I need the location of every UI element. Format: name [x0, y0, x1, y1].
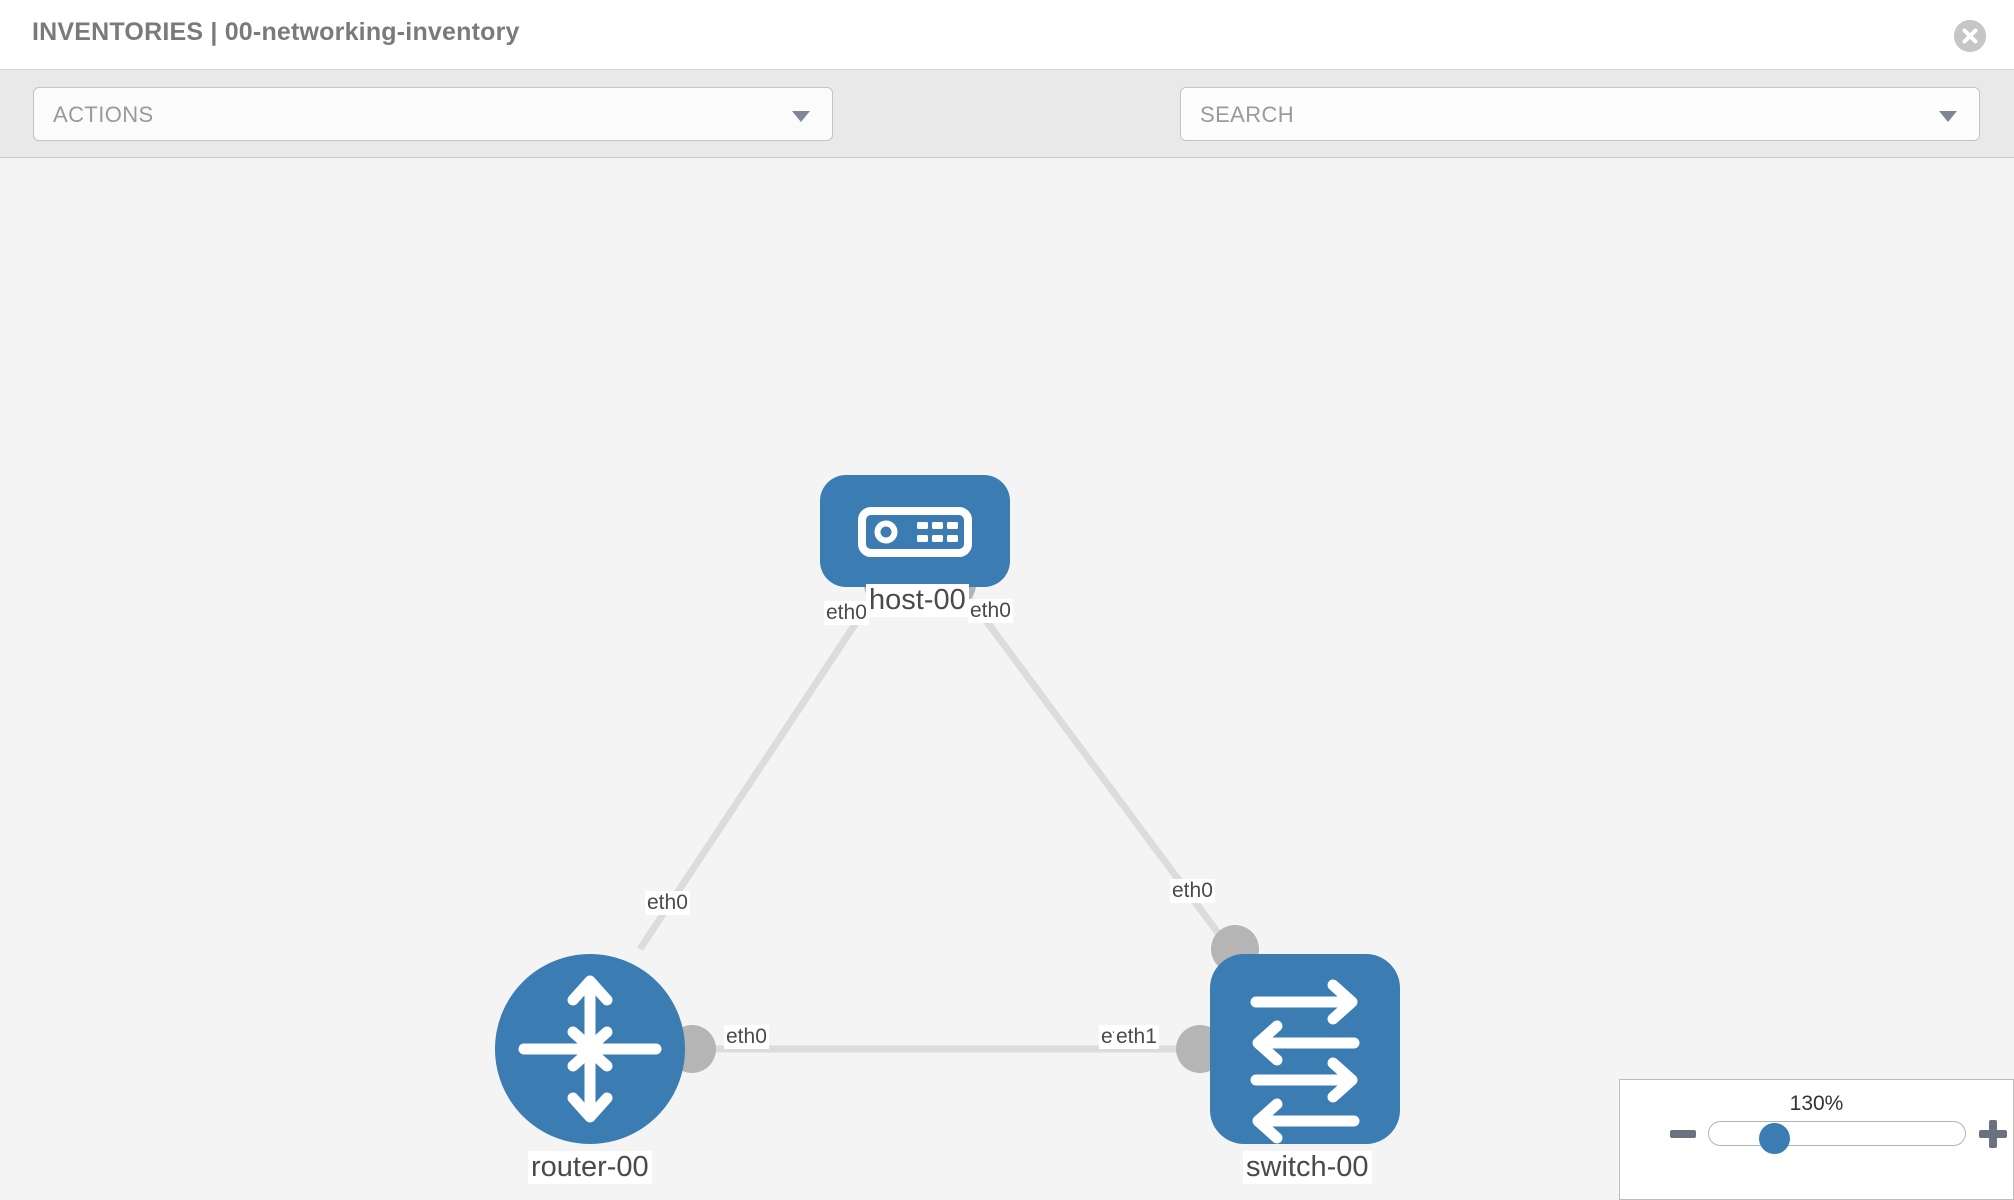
close-icon[interactable] [1954, 20, 1986, 52]
toolbar: ACTIONS SEARCH [0, 70, 2014, 199]
server-icon [858, 507, 972, 557]
actions-dropdown-label: ACTIONS [53, 102, 154, 127]
edge-label-router-up-port: eth0 [645, 891, 690, 915]
search-placeholder: SEARCH [1200, 102, 1295, 127]
node-host-00[interactable] [820, 475, 1010, 587]
router-arrows-icon [518, 975, 662, 1123]
node-label-host-00: host-00 [866, 584, 969, 617]
node-label-switch-00: switch-00 [1243, 1151, 1372, 1184]
zoom-percent-label: 130% [1789, 1092, 1844, 1115]
node-router-00[interactable] [495, 954, 685, 1144]
node-switch-00[interactable] [1210, 954, 1400, 1144]
edge-label-switch-left-port-b: eth1 [1114, 1025, 1159, 1049]
zoom-slider-thumb[interactable] [1759, 1123, 1790, 1154]
edge-label-router-right-port: eth0 [724, 1025, 769, 1049]
zoom-control-panel: 130% [1619, 1079, 2014, 1200]
page-title: INVENTORIES | 00-networking-inventory [32, 18, 520, 46]
edge-label-host-left-port: eth0 [824, 601, 869, 625]
chevron-down-icon [792, 111, 810, 122]
zoom-out-button[interactable] [1670, 1130, 1696, 1138]
switch-arrows-icon [1250, 979, 1360, 1144]
chevron-down-icon[interactable] [1939, 111, 1957, 122]
page-header: INVENTORIES | 00-networking-inventory [0, 0, 2014, 70]
edge-label-host-right-port: eth0 [968, 599, 1013, 623]
zoom-in-button[interactable] [1979, 1120, 2007, 1148]
topology-canvas[interactable]: eth0 eth0 eth0 eth0 eth0 eth0 eth1 host-… [0, 159, 2014, 1200]
search-input[interactable]: SEARCH [1180, 87, 1980, 141]
actions-dropdown[interactable]: ACTIONS [33, 87, 833, 141]
topology-graph [495, 475, 1400, 1144]
edge-host-router[interactable] [637, 577, 888, 951]
edge-label-switch-up-port: eth0 [1170, 879, 1215, 903]
zoom-slider-track[interactable] [1708, 1121, 1966, 1146]
node-label-router-00: router-00 [528, 1151, 652, 1184]
